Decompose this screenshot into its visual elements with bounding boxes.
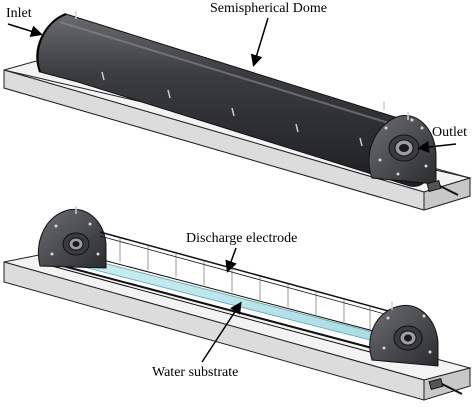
electrode-label: Discharge electrode [186,231,297,246]
bottom-outlet-end-cap [369,302,439,367]
inlet-arrow [7,23,43,38]
dome-clips [75,11,385,147]
outlet-label: Outlet [432,125,467,140]
annotations: Inlet Semispherical Dome Outlet Discharg… [6,1,467,380]
top-connector [426,179,459,196]
inlet-end-cap [38,206,107,269]
dome-label: Semispherical Dome [210,1,327,16]
outlet-arrow [417,141,457,153]
bottom-connector [428,377,463,395]
water-label: Water substrate [152,365,238,380]
top-base-plate [3,59,472,211]
dome-arrow [250,17,269,67]
open-reactor [3,206,472,401]
electrode-arrow [225,247,237,273]
water-arrow [201,301,242,363]
inlet-label: Inlet [6,6,32,21]
discharge-electrode [99,231,393,330]
assembled-reactor [3,11,472,211]
bottom-base-plate [3,253,472,401]
